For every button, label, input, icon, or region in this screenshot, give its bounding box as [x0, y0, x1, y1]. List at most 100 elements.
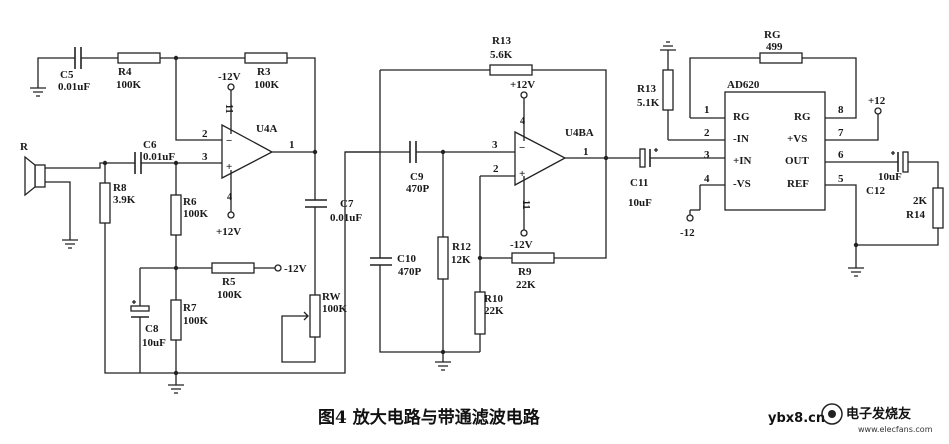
- ground-symbol: [660, 41, 676, 51]
- svg-text:+: +: [226, 161, 232, 173]
- c8-value: 10uF: [142, 337, 166, 349]
- r13-gain-value: 5.1K: [637, 97, 660, 109]
- ground-symbol: [435, 361, 451, 371]
- r9-value: 22K: [516, 279, 536, 291]
- resistor-r14: [932, 187, 944, 229]
- u4ba-pin2: 2: [493, 163, 499, 175]
- u4ba-label: U4BA: [565, 127, 594, 139]
- watermark-brand: 电子发烧友: [846, 406, 911, 422]
- speaker-symbol: [24, 155, 46, 197]
- r8-value: 3.9K: [113, 194, 136, 206]
- rg-label: RG: [764, 29, 781, 41]
- ad620-pin-ref: REF: [787, 178, 809, 190]
- c11-label: C11: [630, 177, 648, 189]
- r4-value: 100K: [116, 79, 142, 91]
- r5-label: R5: [222, 276, 236, 288]
- u4a-pin4: 4: [227, 192, 232, 203]
- ad620-pin-rg-left: RG: [733, 111, 750, 123]
- resistor-r5: [211, 262, 255, 274]
- ad620-pin7: 7: [838, 127, 844, 139]
- resistor-r12: [437, 236, 449, 280]
- svg-text:+: +: [519, 168, 525, 180]
- r5-value: 100K: [217, 289, 243, 301]
- capacitor-c5: [74, 47, 82, 69]
- r12-label: R12: [452, 241, 471, 253]
- figure-caption: 图4 放大电路与带通滤波电路: [318, 407, 541, 428]
- c12-value: 10uF: [878, 171, 902, 183]
- c5-label: C5: [60, 69, 74, 81]
- opamp-u4ba: − +: [514, 130, 567, 187]
- c12-label: C12: [866, 185, 885, 197]
- terminal-n12-u4ba: [520, 229, 528, 237]
- ad620-pin-vs-pos: +VS: [787, 133, 807, 145]
- c7-value: 0.01uF: [330, 212, 362, 224]
- resistor-r13-feedback: [489, 64, 533, 76]
- capacitor-c9: [409, 141, 417, 163]
- c8-label: C8: [145, 323, 159, 335]
- resistor-r3: [244, 52, 288, 64]
- p12-ad620-label: +12: [868, 95, 886, 107]
- n12-u4ba-label: -12V: [510, 239, 533, 251]
- watermark-url: www.elecfans.com: [858, 425, 933, 434]
- n12-ad620-label: -12: [680, 227, 695, 239]
- r3-label: R3: [257, 66, 271, 78]
- u4ba-pin11: 11: [520, 200, 531, 209]
- r10-value: 22K: [484, 305, 504, 317]
- r14-value: 2K: [913, 195, 928, 207]
- r8-label: R8: [113, 182, 127, 194]
- u4ba-pin1: 1: [583, 146, 589, 158]
- p12-u4ba-label: +12V: [510, 79, 535, 91]
- r4-label: R4: [118, 66, 132, 78]
- n12-u4a-label: -12V: [218, 71, 241, 83]
- resistor-r9: [511, 252, 555, 264]
- r6-value: 100K: [183, 208, 209, 220]
- c5-value: 0.01uF: [58, 81, 90, 93]
- ad620-pin-in-pos: +IN: [733, 155, 752, 167]
- r12-value: 12K: [451, 254, 471, 266]
- u4a-pin2: 2: [202, 128, 208, 140]
- capacitor-c6: [134, 152, 142, 174]
- r3-value: 100K: [254, 79, 280, 91]
- c10-label: C10: [397, 253, 416, 265]
- u4a-pin3: 3: [202, 151, 208, 163]
- u4a-pin11: 11: [223, 104, 234, 113]
- c11-value: 10uF: [628, 197, 652, 209]
- c10-value: 470P: [398, 266, 422, 278]
- ad620-pin-out: OUT: [785, 155, 810, 167]
- ad620-pin-vs-neg: -VS: [733, 178, 751, 190]
- watermark-logo: ybx8.cn 电子发烧友 www.elecfans.com: [768, 403, 933, 434]
- terminal-p12-u4ba: [520, 91, 528, 99]
- ad620-label: AD620: [727, 79, 760, 91]
- u4a-pin1: 1: [289, 139, 295, 151]
- p12-u4a-label: +12V: [216, 226, 241, 238]
- ground-symbol: [62, 239, 78, 249]
- n12-r5-label: -12V: [284, 263, 307, 275]
- c9-label: C9: [410, 171, 424, 183]
- resistor-r4: [117, 52, 161, 64]
- ad620-pin8: 8: [838, 104, 844, 116]
- r6-label: R6: [183, 196, 197, 208]
- ad620-pin4: 4: [704, 173, 710, 185]
- r7-value: 100K: [183, 315, 209, 327]
- terminal-n12-r5: [274, 264, 282, 272]
- r9-label: R9: [518, 266, 532, 278]
- capacitor-c7: [305, 199, 327, 208]
- u4ba-pin3: 3: [492, 139, 498, 151]
- r13-gain-label: R13: [637, 83, 656, 95]
- rg-value: 499: [766, 41, 783, 53]
- r13-feedback-label: R13: [492, 35, 511, 47]
- c7-label: C7: [340, 198, 354, 210]
- u4a-label: U4A: [256, 123, 277, 135]
- resistor-rg: [759, 52, 803, 64]
- ad620-pin3: 3: [704, 149, 710, 161]
- capacitor-c10: [370, 257, 392, 266]
- r14-label: R14: [906, 209, 925, 221]
- ground-symbol: [848, 267, 864, 277]
- svg-text:−: −: [226, 135, 232, 147]
- potentiometer-rw: [309, 294, 321, 338]
- ad620-pin-in-neg: -IN: [733, 133, 749, 145]
- terminal-p12-u4a: [227, 211, 235, 219]
- rw-value: 100K: [322, 303, 348, 315]
- r13-feedback-value: 5.6K: [490, 49, 513, 61]
